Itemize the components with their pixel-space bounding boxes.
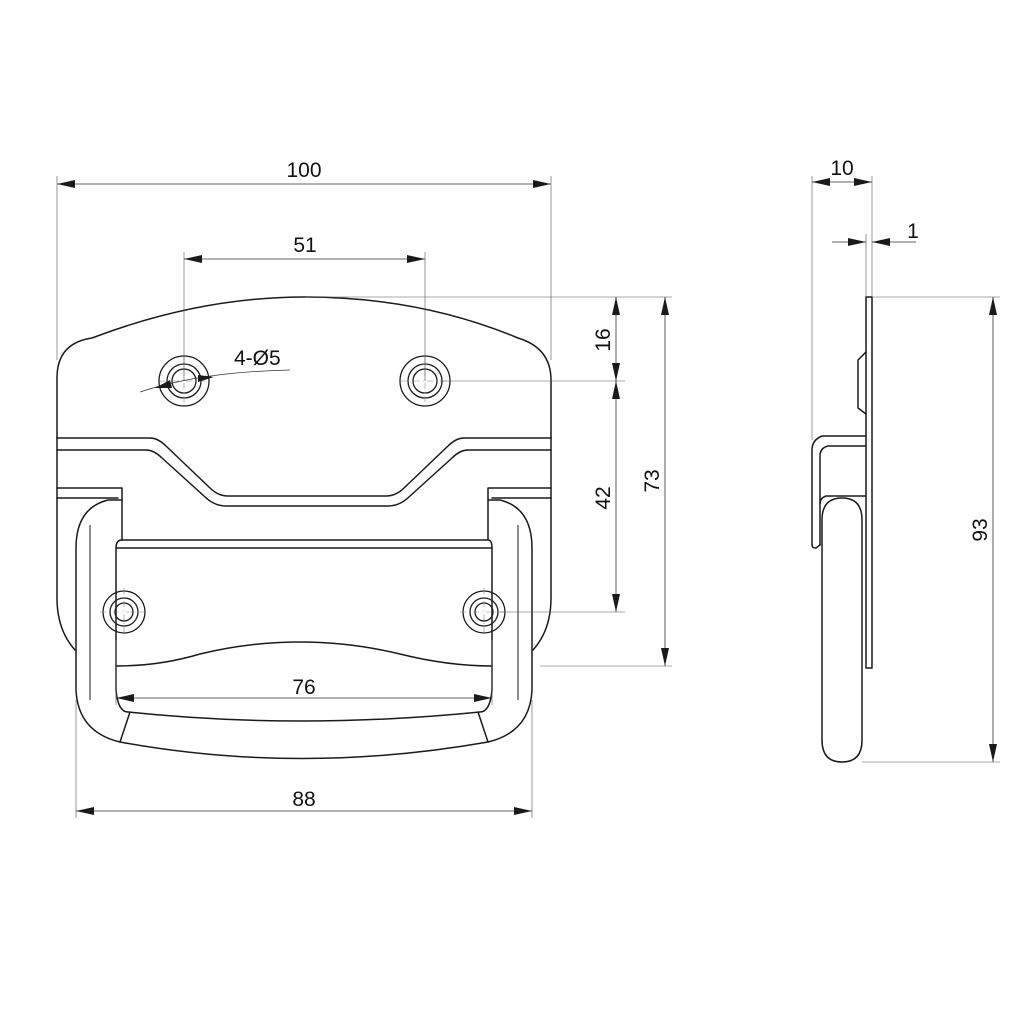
dim-hole-spacing-top: 51 <box>293 234 316 257</box>
dim-hole-callout: 4-Ø5 <box>234 347 281 370</box>
front-plate-outline <box>56 296 552 439</box>
side-view <box>811 296 873 763</box>
side-dimensions: 10 1 93 <box>811 157 1000 763</box>
dim-top-to-hole: 16 <box>592 328 615 351</box>
dim-thickness: 1 <box>907 220 919 243</box>
handle-outer <box>75 499 533 760</box>
handle-back-curve <box>115 641 493 667</box>
side-plate <box>865 296 873 669</box>
handle-side-lines <box>89 525 519 700</box>
handle-top-bar <box>115 539 493 549</box>
dim-depth: 10 <box>830 157 853 180</box>
dim-handle-width: 88 <box>292 788 315 811</box>
front-fold-line-lower <box>56 449 552 507</box>
side-handle <box>821 497 863 763</box>
front-flange-line <box>56 487 552 541</box>
dim-overall-height: 93 <box>969 518 992 541</box>
dim-overall-width: 100 <box>286 159 321 182</box>
front-plate-lower-edge <box>56 437 552 651</box>
side-flange-return <box>811 495 867 549</box>
front-view <box>56 296 552 760</box>
front-dimensions: 100 51 4-Ø5 16 42 73 76 88 <box>56 159 672 818</box>
dim-hole-spacing-bottom: 76 <box>292 676 315 699</box>
dim-hole-to-hole-vertical: 42 <box>592 486 615 509</box>
dim-plate-height: 73 <box>641 469 664 492</box>
side-plate-step <box>857 351 867 415</box>
handle-grip-front <box>119 711 489 743</box>
front-fold-line-upper <box>56 437 552 497</box>
handle-inner <box>115 547 493 722</box>
side-flange <box>811 435 867 546</box>
